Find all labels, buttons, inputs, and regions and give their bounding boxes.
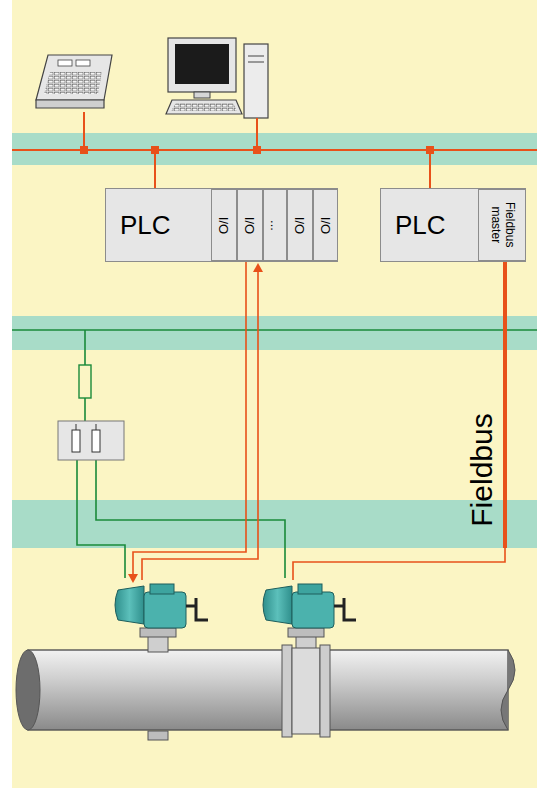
arrowhead [128, 574, 138, 583]
pipe [16, 650, 515, 730]
bus-tap [80, 146, 434, 154]
device-name: PLC [395, 210, 446, 241]
fieldbus-master-module: Fieldbus master [478, 189, 526, 261]
io-module: I/O [237, 189, 263, 261]
fieldbus-cable [293, 262, 505, 580]
module-label: I/O [216, 217, 231, 234]
module-label: ... [268, 220, 283, 231]
actuator [115, 584, 208, 740]
module-label: Fieldbus master [488, 192, 516, 258]
distribution-box [58, 421, 124, 460]
device-name: PLC [120, 210, 171, 241]
laptop-icon [36, 55, 112, 108]
io-module: ... [263, 189, 287, 261]
module-label: I/O [292, 217, 307, 234]
bus-label: Fieldbus [465, 413, 499, 526]
network-bus [12, 112, 537, 190]
module-label: I/O [242, 217, 257, 234]
plc-box: PLC Fieldbus master [380, 188, 526, 262]
fuse [79, 365, 91, 398]
module-label: I/O [318, 217, 333, 234]
io-module: I/O [287, 189, 313, 261]
actuator [263, 584, 356, 737]
io-module: I/O [313, 189, 338, 261]
io-module: I/O [211, 189, 237, 261]
signal-wiring [133, 262, 258, 580]
computer-icon [166, 38, 268, 118]
power-wiring [12, 330, 537, 578]
arrowhead [253, 263, 263, 272]
plc-box: PLC I/O I/O... I/O I/O [105, 188, 338, 262]
